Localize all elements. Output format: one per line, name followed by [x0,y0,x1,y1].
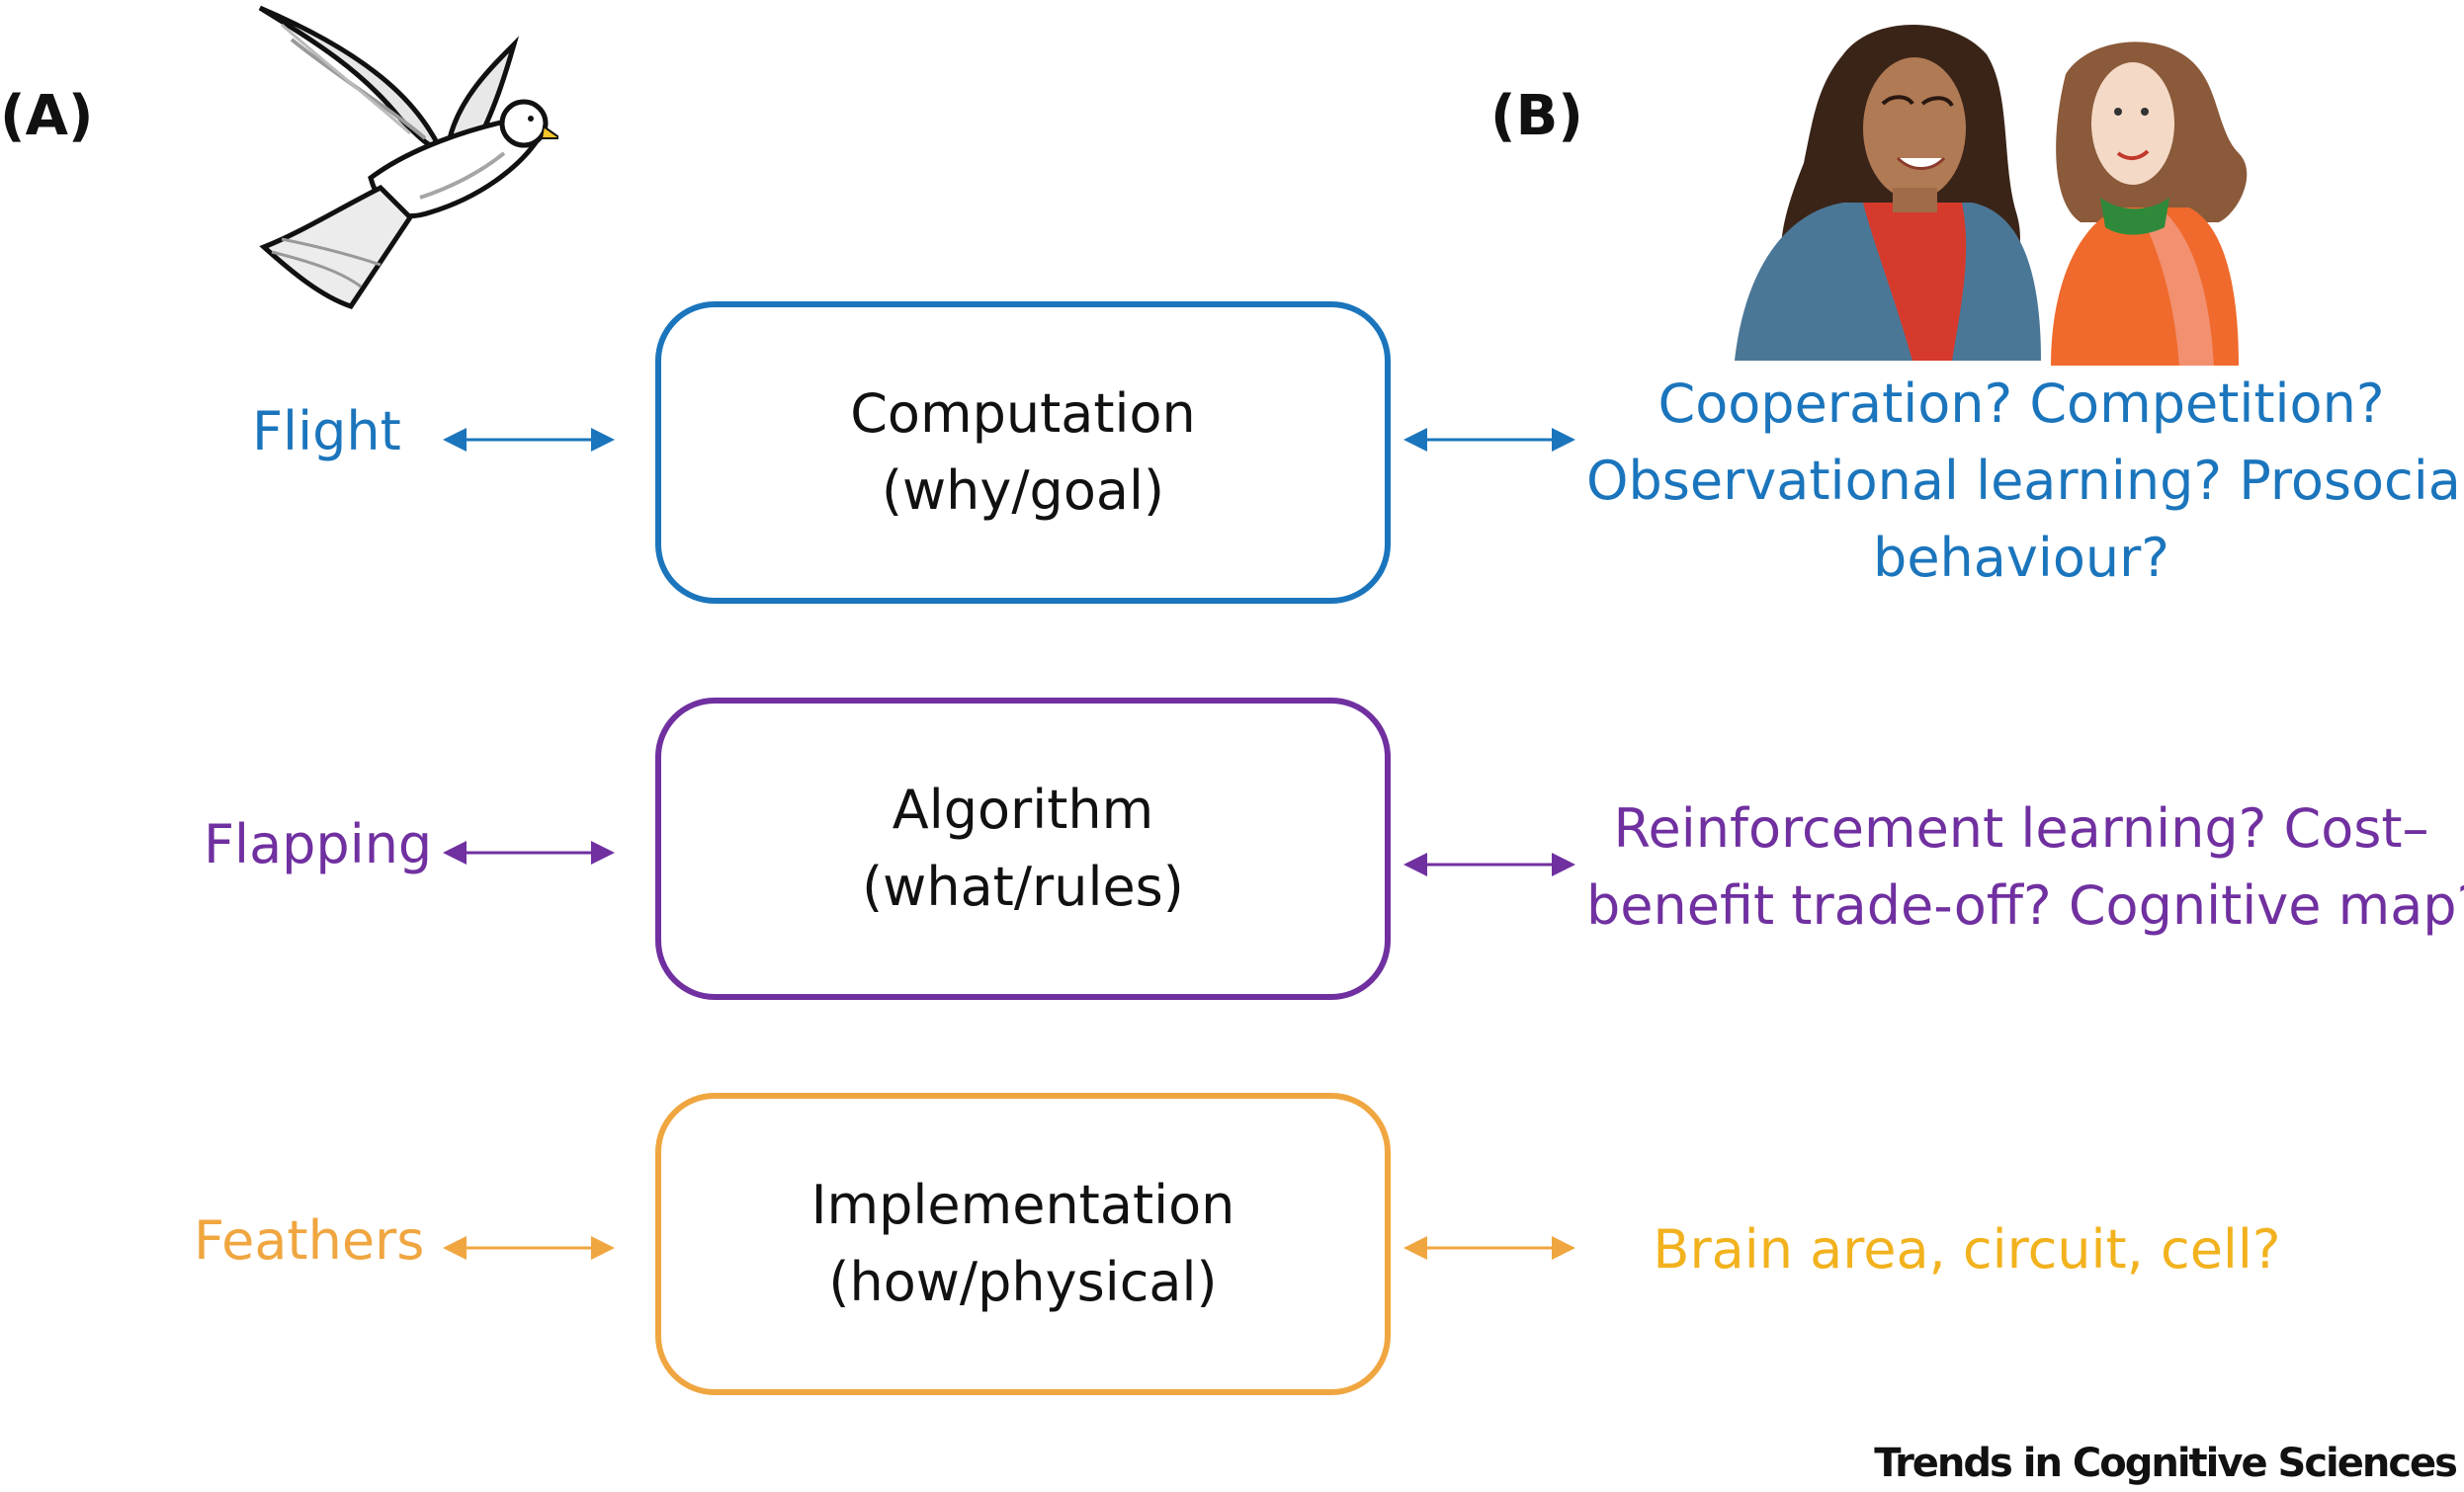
two-women-icon [1735,25,2248,366]
social-line: Brain area, circuit, cell? [1653,1218,2281,1281]
panel-label-a: (A) [0,84,94,148]
bird-label-flapping: Flapping [204,813,433,875]
social-line: Reinforcement learning? Cost– [1613,797,2429,860]
implementation-title: Implementation [810,1174,1235,1236]
journal-footer: Trends in Cognitive Sciences [1874,1441,2458,1486]
social-line: benefit trade-off? Cognitive map? [1586,874,2464,937]
implementation-box: Implementation (how/physical) [655,1093,1391,1395]
algorithm-title: Algorithm [892,779,1154,841]
algorithm-box: Algorithm (what/rules) [655,698,1391,1000]
bird-label-feathers: Feathers [194,1209,425,1272]
social-line: behaviour? [1873,527,2169,589]
social-label-computation: Cooperation? Competition? Observational … [1586,366,2464,597]
social-line: Observational learning? Prosocial [1586,450,2464,512]
computation-subtitle: (why/goal) [881,459,1165,522]
implementation-subtitle: (how/physical) [828,1251,1218,1313]
social-line: Cooperation? Competition? [1657,373,2385,435]
dove-icon [258,5,558,309]
bird-label-flight: Flight [252,400,401,462]
computation-title: Computation [850,382,1196,445]
computation-box: Computation (why/goal) [655,301,1391,604]
social-label-implementation: Brain area, circuit, cell? [1586,1211,2347,1288]
social-label-algorithm: Reinforcement learning? Cost– benefit tr… [1586,790,2464,945]
algorithm-subtitle: (what/rules) [862,856,1184,918]
panel-label-b: (B) [1490,84,1583,148]
